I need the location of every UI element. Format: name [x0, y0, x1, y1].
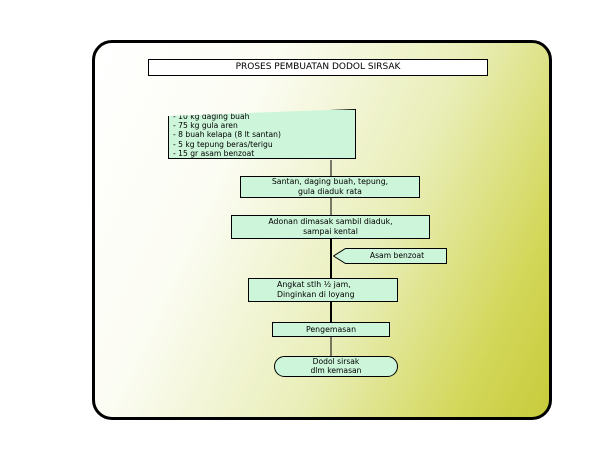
step-packaging-label: Pengemasan: [305, 324, 357, 334]
step-mix-line1: Santan, daging buah, tepung,: [271, 177, 389, 186]
ingredient-item: 8 buah kelapa (8 lt santan): [173, 130, 355, 139]
addition-input: Asam benzoat: [333, 248, 447, 264]
step-cook-line1: Adonan dimasak sambil diaduk,: [268, 217, 393, 226]
step-mix-line2: gula diaduk rata: [298, 187, 362, 196]
step-mix: Santan, daging buah, tepung, gula diaduk…: [240, 176, 420, 198]
ingredient-item: 5 kg tepung beras/terigu: [173, 140, 355, 149]
step-cool-line1: Angkat stlh ½ jam,: [277, 280, 351, 289]
final-product: Dodol sirsak dlm kemasan: [274, 356, 398, 377]
ingredient-item: 15 gr asam benzoat: [173, 149, 355, 158]
step-cook: Adonan dimasak sambil diaduk, sampai ken…: [231, 215, 430, 239]
ingredient-item: 10 kg daging buah: [173, 112, 355, 121]
ingredient-item: 75 kg gula aren: [173, 121, 355, 130]
final-product-line1: Dodol sirsak: [312, 357, 360, 366]
step-cool-line2: Dinginkan di loyang: [277, 290, 355, 299]
step-packaging: Pengemasan: [272, 322, 390, 337]
step-cool: Angkat stlh ½ jam, Dinginkan di loyang: [248, 278, 398, 302]
final-product-line2: dlm kemasan: [310, 365, 362, 375]
diagram-title: PROSES PEMBUATAN DODOL SIRSAK: [148, 59, 488, 76]
step-cook-line2: sampai kental: [303, 227, 358, 236]
ingredients-box: 10 kg daging buah 75 kg gula aren 8 buah…: [168, 109, 356, 159]
